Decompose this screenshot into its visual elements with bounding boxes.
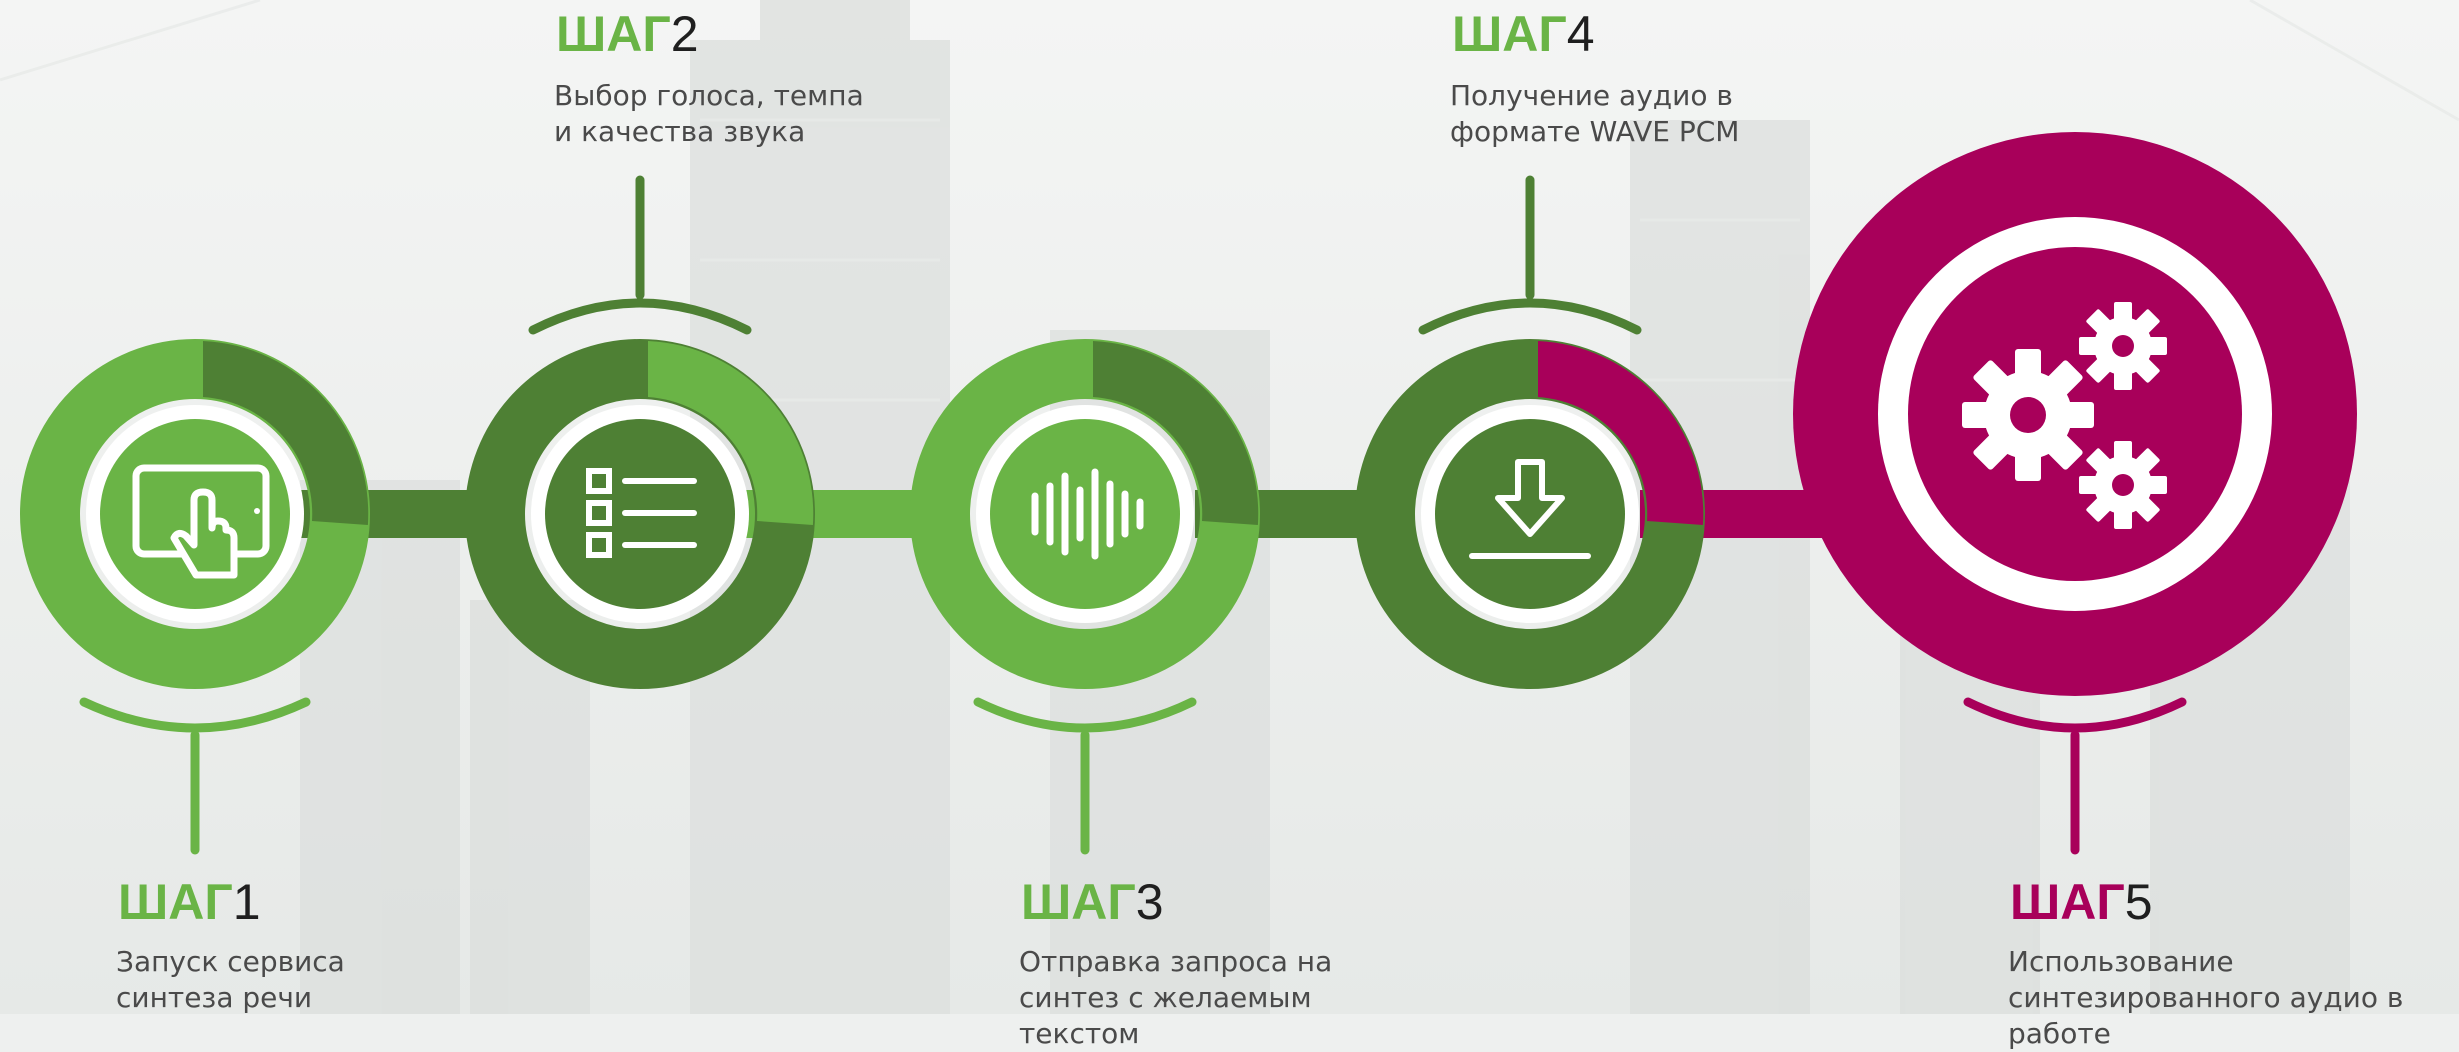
step-3-bracket bbox=[973, 697, 1197, 733]
step-5-node bbox=[1793, 132, 2357, 855]
step-3-title-word: ШАГ bbox=[1021, 874, 1136, 930]
sound-wave-icon bbox=[1031, 468, 1144, 560]
step-3-description: Отправка запроса на синтез с желаемым те… bbox=[1019, 945, 1333, 1050]
step-1-title-number: 1 bbox=[232, 874, 261, 930]
step-5-title-number: 5 bbox=[2124, 874, 2153, 930]
step-5-title: ШАГ5 bbox=[2010, 874, 2153, 930]
steps-diagram bbox=[20, 132, 2357, 855]
step-4-title-word: ШАГ bbox=[1452, 6, 1567, 62]
step-4-title-number: 4 bbox=[1566, 6, 1595, 62]
step-1-title: ШАГ1 bbox=[118, 874, 261, 930]
step-2-title-word: ШАГ bbox=[556, 6, 671, 62]
download-icon bbox=[1469, 459, 1591, 559]
step-2-title: ШАГ2 bbox=[556, 6, 699, 62]
step-5-bracket bbox=[1963, 697, 2187, 733]
step-2-node bbox=[465, 175, 815, 689]
step-1-bracket bbox=[79, 697, 311, 733]
step-4-bracket bbox=[1418, 298, 1642, 335]
step-3-title: ШАГ3 bbox=[1021, 874, 1164, 930]
step-1-description: Запуск сервиса синтеза речи bbox=[116, 945, 345, 1014]
step-3-node bbox=[910, 339, 1260, 855]
step-1-node bbox=[20, 339, 370, 855]
step-5-title-word: ШАГ bbox=[2010, 874, 2125, 930]
step-5-description: Использование синтезированного аудио в р… bbox=[2008, 945, 2404, 1050]
step-2-description: Выбор голоса, темпа и качества звука bbox=[554, 79, 864, 148]
tablet-touch-icon bbox=[132, 464, 270, 579]
list-icon bbox=[586, 468, 697, 558]
step-4-description: Получение аудио в формате WAVE PCM bbox=[1450, 79, 1740, 148]
gears-icon bbox=[1962, 302, 2167, 529]
step-3-title-number: 3 bbox=[1135, 874, 1164, 930]
step-4-title: ШАГ4 bbox=[1452, 6, 1595, 62]
step-4-node bbox=[1355, 175, 1705, 689]
step-2-title-number: 2 bbox=[670, 6, 699, 62]
step-1-title-word: ШАГ bbox=[118, 874, 233, 930]
step-2-bracket bbox=[528, 298, 752, 335]
